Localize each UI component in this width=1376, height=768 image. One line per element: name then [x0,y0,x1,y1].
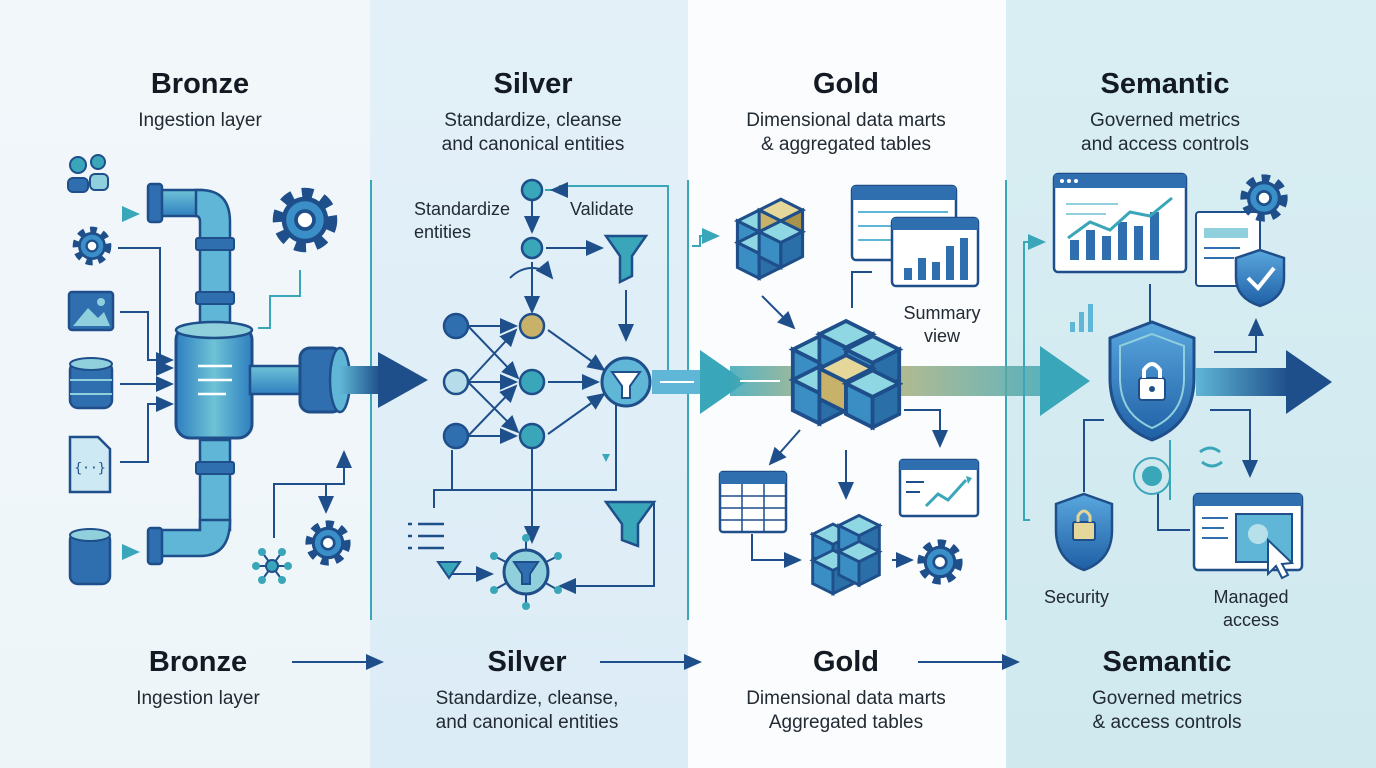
gold-footer-subtitle-line1: Dimensional data marts [746,688,946,709]
gear-icon [922,544,958,580]
managed-access-icon [1192,492,1304,580]
shield-check-icon [1234,248,1286,308]
gold-subtitle-line2: & aggregated tables [760,134,932,155]
bronze-header: Bronze Ingestion layer [100,68,300,133]
users-icon [67,154,109,193]
semantic-footer-subtitle-line1: Governed metrics [1092,688,1242,709]
bronze-footer: Bronze Ingestion layer [98,646,298,711]
gear-icon [77,231,108,262]
bronze-title: Bronze [150,68,250,100]
semantic-footer-subtitle-line2: & access controls [1092,712,1242,733]
filter-node-icon [600,356,652,408]
funnel-icon [603,500,657,548]
gold-footer: Gold Dimensional data marts Aggregated t… [712,646,980,735]
refresh-icon [1199,446,1223,468]
managed-access-label: Managed access [1206,586,1296,632]
storage-icon [68,528,112,586]
bar-chart-icon [1070,304,1093,332]
silver-footer-title: Silver [487,646,567,678]
svg-text:{··}: {··} [74,461,105,476]
silver-footer: Silver Standardize, cleanse, and canonic… [394,646,660,735]
semantic-title: Semantic [1100,68,1230,100]
list-icon [408,522,462,580]
chart-icon [890,216,980,288]
managed-label-line2: access [1222,610,1280,630]
security-label: Security [1044,587,1110,607]
semantic-footer: Semantic Governed metrics & access contr… [1042,646,1292,735]
cube-icon [790,319,902,430]
semantic-header: Semantic Governed metrics and access con… [1040,68,1290,157]
silver-footer-subtitle-line1: Standardize, cleanse, [435,688,619,709]
bronze-subtitle: Ingestion layer [138,110,262,131]
gold-footer-subtitle-line2: Aggregated tables [768,712,924,733]
standardize-entities-label: Standardize entities [414,198,510,244]
dashboard-icon [1052,172,1188,274]
table-icon [718,470,788,534]
validate-label: Validate [570,199,634,219]
silver-header: Silver Standardize, cleanse and canonica… [400,68,666,157]
flow-arrow-semantic-out [1196,350,1332,414]
managed-label-line1: Managed [1213,587,1289,607]
cube-icon [735,197,805,280]
gear-icon [1245,179,1282,216]
cube-icon [811,513,881,596]
flow-arrow-bronze-silver [340,352,428,408]
silver-subtitle-line1: Standardize, cleanse [444,110,622,131]
summary-label-line2: view [923,326,960,346]
standardize-label-line2: entities [414,222,472,242]
network-icon [252,548,292,584]
bronze-footer-title: Bronze [148,646,248,678]
shield-lock-icon [1108,320,1196,442]
gear-icon [280,195,331,246]
gold-header: Gold Dimensional data marts & aggregated… [712,68,980,157]
hub-filter-icon [490,534,562,610]
funnel-icon [603,234,649,285]
target-icon [1133,457,1171,495]
semantic-subtitle-line1: Governed metrics [1090,110,1240,131]
semantic-footer-title: Semantic [1102,646,1232,678]
gold-title: Gold [812,68,880,100]
summary-label-line1: Summary [903,303,981,323]
silver-subtitle-line2: and canonical entities [441,134,625,155]
summary-view-label: Summary view [896,302,988,348]
ingestion-pipe [146,182,352,566]
silver-title: Silver [493,68,573,100]
bronze-footer-subtitle: Ingestion layer [136,688,260,709]
gold-footer-title: Gold [812,646,880,678]
database-icon [68,357,114,410]
image-icon [67,290,115,332]
semantic-subtitle-line2: and access controls [1081,134,1249,155]
flow-arrow-gold-semantic [730,346,1090,416]
pipeline-nodes [442,178,546,450]
silver-footer-subtitle-line2: and canonical entities [435,712,619,733]
line-chart-icon [898,458,980,518]
standardize-label-line1: Standardize [414,199,511,219]
code-file-icon: {··} [68,435,112,494]
security-shield-icon [1054,492,1114,572]
flow-arrow-silver-gold [652,350,746,414]
gear-icon [310,525,346,561]
gold-subtitle-line1: Dimensional data marts [746,110,946,131]
